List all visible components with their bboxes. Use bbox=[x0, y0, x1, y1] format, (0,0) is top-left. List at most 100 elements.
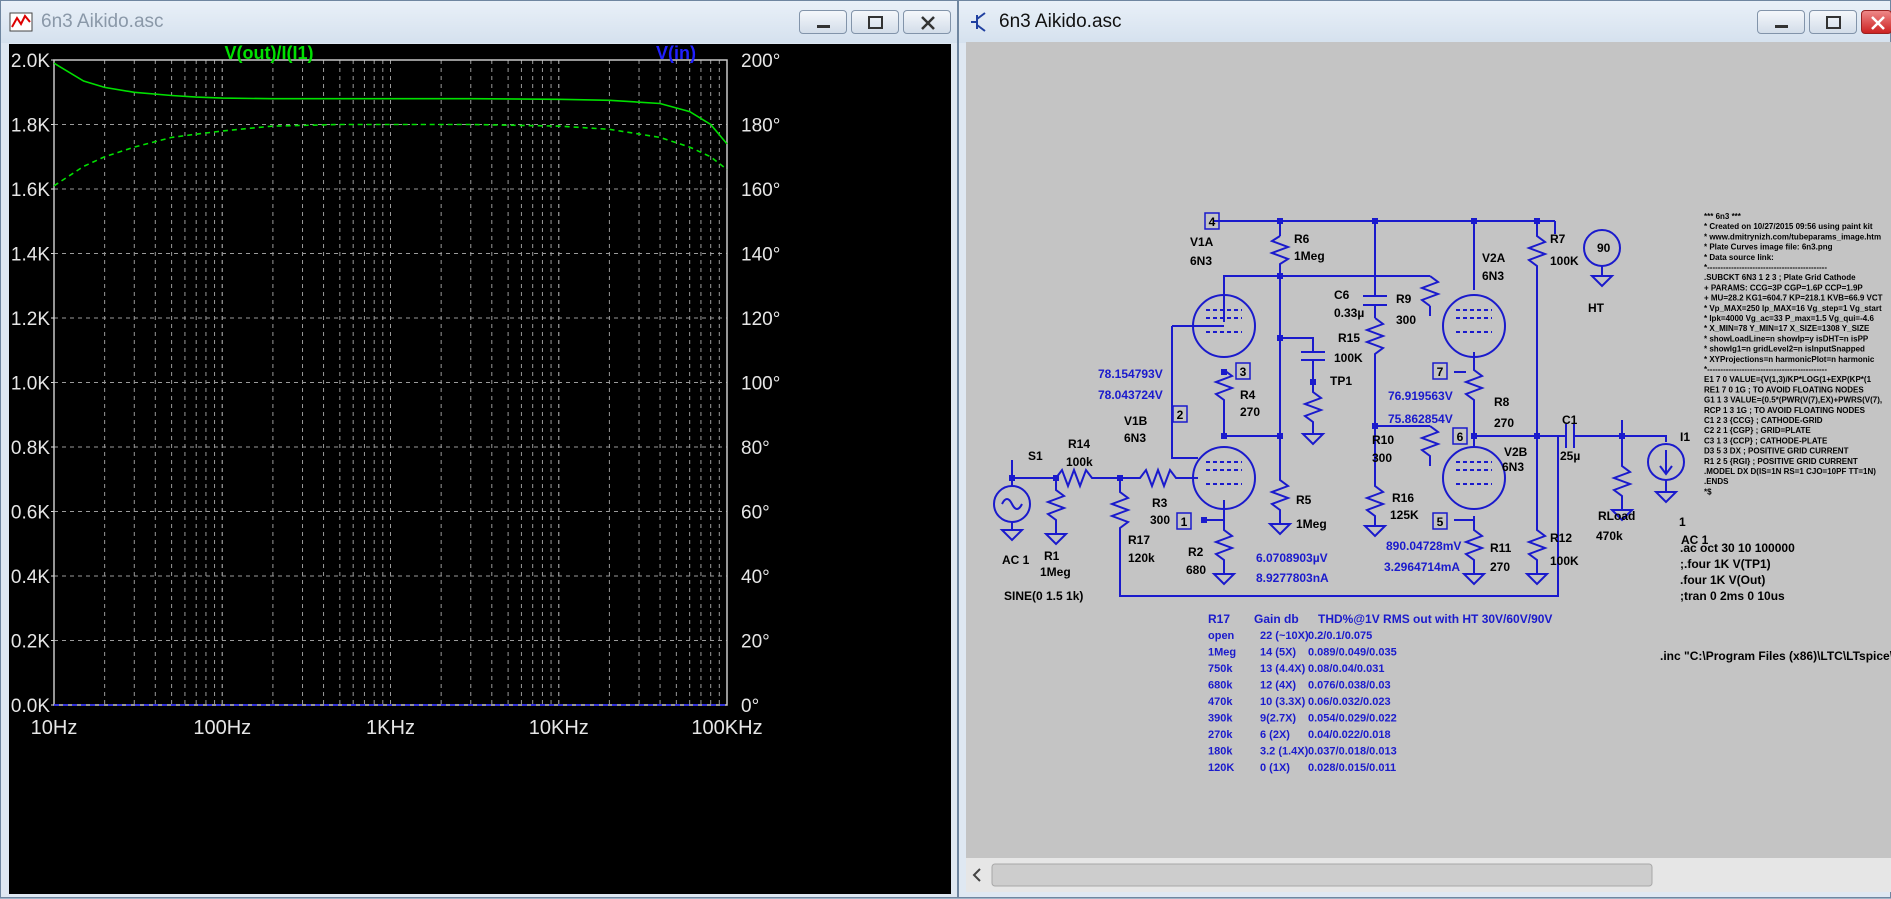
schematic-label[interactable]: R1 bbox=[1044, 549, 1060, 563]
schematic-label[interactable]: R2 bbox=[1188, 545, 1204, 559]
spice-directive[interactable]: .ac oct 30 10 100000 bbox=[1680, 541, 1795, 555]
node-flag-label[interactable]: 2 bbox=[1177, 408, 1184, 422]
schematic-label[interactable]: 8.9277803nA bbox=[1256, 571, 1329, 585]
subckt-text-line[interactable]: C1 2 3 {CCG} ; CATHODE-GRID bbox=[1704, 416, 1823, 425]
node-flag-label[interactable]: 3 bbox=[1240, 365, 1247, 379]
spice-directive[interactable]: ;tran 0 2ms 0 10us bbox=[1680, 589, 1785, 603]
schematic-label[interactable]: 300 bbox=[1396, 313, 1416, 327]
schematic-label[interactable]: I1 bbox=[1680, 430, 1690, 444]
subckt-text-line[interactable]: * Vp_MAX=250 Ip_MAX=16 Vg_step=1 Vg_star… bbox=[1704, 304, 1882, 313]
schematic-label[interactable]: 100k bbox=[1066, 455, 1093, 469]
schematic-label[interactable]: 25µ bbox=[1560, 449, 1580, 463]
schematic-label[interactable]: C6 bbox=[1334, 288, 1350, 302]
schematic-label[interactable]: 300 bbox=[1150, 513, 1170, 527]
subckt-text-line[interactable]: * Ipk=4000 Vg_ac=33 P_max=1.5 Vg_qui=-4.… bbox=[1704, 314, 1874, 323]
schematic-label[interactable]: R6 bbox=[1294, 232, 1310, 246]
schematic-label[interactable]: SINE(0 1.5 1k) bbox=[1004, 589, 1083, 603]
schematic-label[interactable]: 270 bbox=[1490, 560, 1510, 574]
schematic-label[interactable]: R17 bbox=[1128, 533, 1150, 547]
schematic-label[interactable]: R11 bbox=[1490, 541, 1512, 555]
schematic-label[interactable]: 100K bbox=[1550, 254, 1579, 268]
minimize-button[interactable] bbox=[799, 10, 847, 34]
node-flag-label[interactable]: 1 bbox=[1181, 515, 1188, 529]
schematic-label[interactable]: R5 bbox=[1296, 493, 1312, 507]
node-flag-label[interactable]: 6 bbox=[1457, 430, 1464, 444]
subckt-text-line[interactable]: *---------------------------------------… bbox=[1704, 263, 1827, 272]
subckt-text-line[interactable]: * Plate Curves image file: 6n3.png bbox=[1704, 243, 1833, 252]
schematic-label[interactable]: 3.2964714mA bbox=[1384, 560, 1460, 574]
schematic-label[interactable]: 270 bbox=[1240, 405, 1260, 419]
schematic-label[interactable]: V2B bbox=[1504, 445, 1528, 459]
subckt-text-line[interactable]: * showIg1=n gridLevel2=n isInputSnapped bbox=[1704, 345, 1865, 354]
schematic-label[interactable]: HT bbox=[1588, 301, 1605, 315]
node-flag-label[interactable]: 7 bbox=[1437, 365, 1444, 379]
schematic-label[interactable]: 6N3 bbox=[1124, 431, 1146, 445]
schematic-window-titlebar[interactable]: 6n3 Aikido.asc bbox=[959, 1, 1891, 43]
schematic-label[interactable]: V2A bbox=[1482, 251, 1506, 265]
subckt-text-line[interactable]: *---------------------------------------… bbox=[1704, 365, 1827, 374]
schematic-label[interactable]: TP1 bbox=[1330, 374, 1352, 388]
schematic-label[interactable]: R3 bbox=[1152, 496, 1168, 510]
subckt-text-line[interactable]: .ENDS bbox=[1704, 477, 1729, 486]
schematic-label[interactable]: 470k bbox=[1596, 529, 1623, 543]
subckt-text-line[interactable]: * showLoadLine=n showIp=y isDHT=n isPP bbox=[1704, 334, 1869, 343]
node-flag-label[interactable]: 5 bbox=[1437, 515, 1444, 529]
subckt-text-line[interactable]: * www.dmitrynizh.com/tubeparams_image.ht… bbox=[1704, 232, 1881, 241]
schematic-label[interactable]: 100K bbox=[1550, 554, 1579, 568]
subckt-text-line[interactable]: RE1 7 0 1G ; TO AVOID FLOATING NODES bbox=[1704, 385, 1864, 394]
schematic-label[interactable]: 78.154793V bbox=[1098, 367, 1163, 381]
subckt-text-line[interactable]: C2 2 1 {CGP} ; GRID=PLATE bbox=[1704, 426, 1811, 435]
schematic-label[interactable]: 0.33µ bbox=[1334, 306, 1364, 320]
subckt-text-line[interactable]: .SUBCKT 6N3 1 2 3 ; Plate Grid Cathode bbox=[1704, 273, 1856, 282]
schematic-label[interactable]: V1A bbox=[1190, 235, 1214, 249]
subckt-text-line[interactable]: *$ bbox=[1704, 487, 1712, 496]
schematic-label[interactable]: 1Meg bbox=[1296, 517, 1327, 531]
schematic-label[interactable]: 120k bbox=[1128, 551, 1155, 565]
schematic-label[interactable]: 6.0708903µV bbox=[1256, 551, 1328, 565]
schematic-label[interactable]: R16 bbox=[1392, 491, 1414, 505]
schematic-label[interactable]: 90 bbox=[1597, 241, 1611, 255]
subckt-text-line[interactable]: * Created on 10/27/2015 09:56 using pain… bbox=[1704, 222, 1873, 231]
schematic-label[interactable]: 125K bbox=[1390, 508, 1419, 522]
subckt-text-line[interactable]: *** 6n3 *** bbox=[1704, 212, 1742, 221]
schematic-drawing[interactable]: V1A6N3R61MegC60.33µR9300V2A6N3R7100K90HT… bbox=[966, 42, 1891, 858]
maximize-button[interactable] bbox=[851, 10, 899, 34]
subckt-text-line[interactable]: * XYProjections=n harmonicPlot=n harmoni… bbox=[1704, 355, 1875, 364]
close-button[interactable] bbox=[903, 10, 951, 34]
schematic-label[interactable]: AC 1 bbox=[1002, 553, 1030, 567]
schematic-label[interactable]: R12 bbox=[1550, 531, 1572, 545]
subckt-text-line[interactable]: + PARAMS: CCG=3P CGP=1.6P CCP=1.9P bbox=[1704, 283, 1863, 292]
schematic-label[interactable]: V1B bbox=[1124, 414, 1148, 428]
schematic-label[interactable]: R9 bbox=[1396, 292, 1412, 306]
schematic-label[interactable]: 270 bbox=[1494, 416, 1514, 430]
subckt-text-line[interactable]: RCP 1 3 1G ; TO AVOID FLOATING NODES bbox=[1704, 406, 1866, 415]
schematic-label[interactable]: 6N3 bbox=[1502, 460, 1524, 474]
spice-directive[interactable]: .four 1K V(Out) bbox=[1680, 573, 1765, 587]
schematic-label[interactable]: R8 bbox=[1494, 395, 1510, 409]
schematic-label[interactable]: 6N3 bbox=[1482, 269, 1504, 283]
scroll-left-arrow-icon[interactable] bbox=[972, 868, 981, 882]
trace-label-vin[interactable]: V(in) bbox=[656, 43, 696, 63]
schematic-label[interactable]: R4 bbox=[1240, 388, 1256, 402]
schematic-label[interactable]: R10 bbox=[1372, 433, 1394, 447]
schematic-label[interactable]: AC 1 bbox=[1681, 533, 1709, 547]
node-flag-label[interactable]: 4 bbox=[1209, 215, 1216, 229]
subckt-text-line[interactable]: .MODEL DX D(IS=1N RS=1 CJO=10PF TT=1N) bbox=[1704, 467, 1876, 476]
subckt-text-line[interactable]: C3 1 3 {CCP} ; CATHODE-PLATE bbox=[1704, 436, 1828, 445]
schematic-close-button[interactable] bbox=[1861, 10, 1891, 34]
scrollbar-thumb[interactable] bbox=[991, 863, 1653, 887]
schematic-label[interactable]: 890.04728mV bbox=[1386, 539, 1461, 553]
schematic-label[interactable]: 76.919563V bbox=[1388, 389, 1453, 403]
schematic-label[interactable]: S1 bbox=[1028, 449, 1043, 463]
schematic-label[interactable]: 1Meg bbox=[1294, 249, 1325, 263]
spice-directive[interactable]: ;.four 1K V(TP1) bbox=[1680, 557, 1771, 571]
horizontal-scrollbar[interactable] bbox=[966, 858, 1891, 892]
trace-label-vout[interactable]: V(out)/I(I1) bbox=[225, 43, 314, 63]
subckt-text-line[interactable]: * X_MIN=78 Y_MIN=17 X_SIZE=1308 Y_SIZE bbox=[1704, 324, 1870, 333]
subckt-text-line[interactable]: G1 1 3 VALUE={0.5*(PWR(V(7),EX)+PWRS(V(7… bbox=[1704, 396, 1882, 405]
schematic-maximize-button[interactable] bbox=[1809, 10, 1857, 34]
schematic-label[interactable]: 6N3 bbox=[1190, 254, 1212, 268]
schematic-label[interactable]: R7 bbox=[1550, 232, 1566, 246]
